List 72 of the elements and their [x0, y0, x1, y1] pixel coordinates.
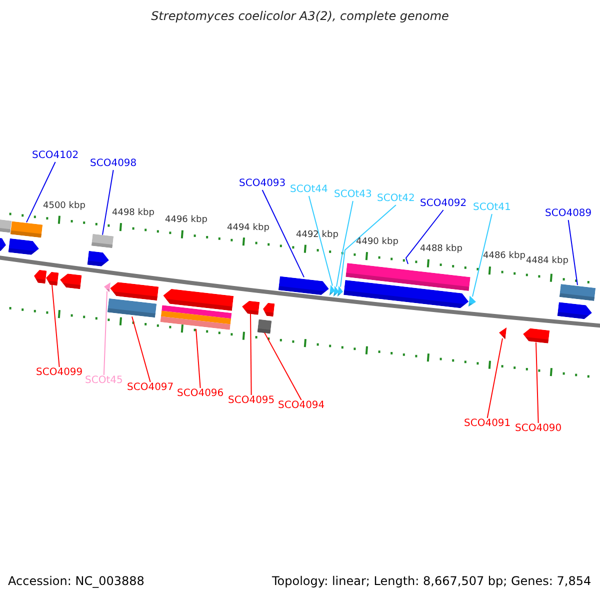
leader-line: [250, 313, 252, 396]
leader-line: [340, 204, 396, 288]
leader-line: [472, 214, 492, 298]
gene-label: SCO4095: [228, 395, 275, 407]
gene-label: SCOt44: [290, 184, 328, 196]
scale-label: 4488 kbp: [420, 243, 462, 255]
trna-marker: [103, 282, 111, 292]
trna-marker: [337, 286, 344, 298]
feature-bar: [346, 263, 470, 291]
leader-line: [264, 332, 302, 400]
gene-label: SCO4098: [90, 158, 137, 170]
gene-label: SCO4094: [278, 400, 325, 412]
gene-label: SCOt42: [377, 193, 415, 205]
feature-bar: [107, 298, 157, 318]
scale-label: 4496 kbp: [165, 214, 208, 226]
gene-block: [278, 276, 330, 296]
feature-bar: [0, 219, 12, 233]
gene-label: SCO4102: [32, 150, 79, 162]
leader-line: [103, 290, 108, 376]
leader-line: [336, 200, 354, 288]
feature-bar: [10, 221, 43, 238]
gene-block: [45, 271, 59, 286]
gene-block: [241, 300, 260, 315]
gene-label: SCO4091: [464, 418, 511, 430]
gene-label: SCO4093: [239, 178, 286, 190]
gene-label: SCO4097: [127, 382, 174, 394]
leader-line: [52, 284, 60, 368]
feature-bar: [160, 305, 232, 330]
gene-label: SCOt41: [473, 202, 511, 214]
feature-bar: [91, 234, 114, 248]
gene-block: [344, 280, 470, 310]
leader-line: [196, 328, 201, 388]
scale-label: 4498 kbp: [112, 207, 154, 219]
gene-label: SCO4090: [515, 423, 562, 435]
gene-block: [109, 281, 159, 301]
gene-block: [8, 238, 40, 256]
gene-label: SCO4096: [177, 388, 224, 400]
trna-marker: [333, 286, 340, 298]
gene-label: SCO4092: [420, 198, 467, 210]
leader-line: [26, 162, 56, 223]
leader-line: [405, 210, 444, 265]
leader-line: [308, 196, 333, 286]
gene-block: [33, 269, 47, 284]
scale-label: 4494 kbp: [227, 222, 270, 234]
gene-label: SCO4089: [545, 208, 592, 220]
scale-label: 4484 kbp: [526, 255, 568, 267]
trna-marker: [329, 284, 336, 296]
feature-bar: [559, 284, 596, 301]
scale-label: 4490 kbp: [356, 236, 398, 248]
scale-label: 4492 kbp: [296, 229, 338, 241]
gene-label: SCOt45: [85, 375, 123, 387]
trna-marker: [498, 326, 507, 340]
gene-block: [87, 250, 110, 268]
feature-bar: [257, 319, 272, 334]
topology-text: Topology: linear; Length: 8,667,507 bp; Genes: 7,854: [272, 575, 592, 587]
gene-block: [162, 288, 234, 311]
leader-line: [102, 170, 114, 236]
leader-line: [486, 338, 503, 418]
accession-text: Accession: NC_003888: [8, 575, 144, 587]
genome-title: Streptomyces coelicolor A3(2), complete genome: [150, 10, 450, 22]
gene-label: SCOt43: [334, 189, 372, 201]
gene-block: [557, 302, 593, 320]
scale-label: 4486 kbp: [483, 250, 526, 262]
gene-block: [522, 328, 550, 344]
scale-label: 4500 kbp: [43, 200, 86, 212]
leader-line: [568, 220, 578, 286]
leader-line: [132, 316, 151, 382]
gene-label: SCO4099: [36, 367, 83, 379]
leader-line: [262, 190, 304, 278]
trna-marker: [468, 296, 477, 308]
leader-line: [536, 342, 539, 424]
gene-block: [262, 302, 275, 317]
